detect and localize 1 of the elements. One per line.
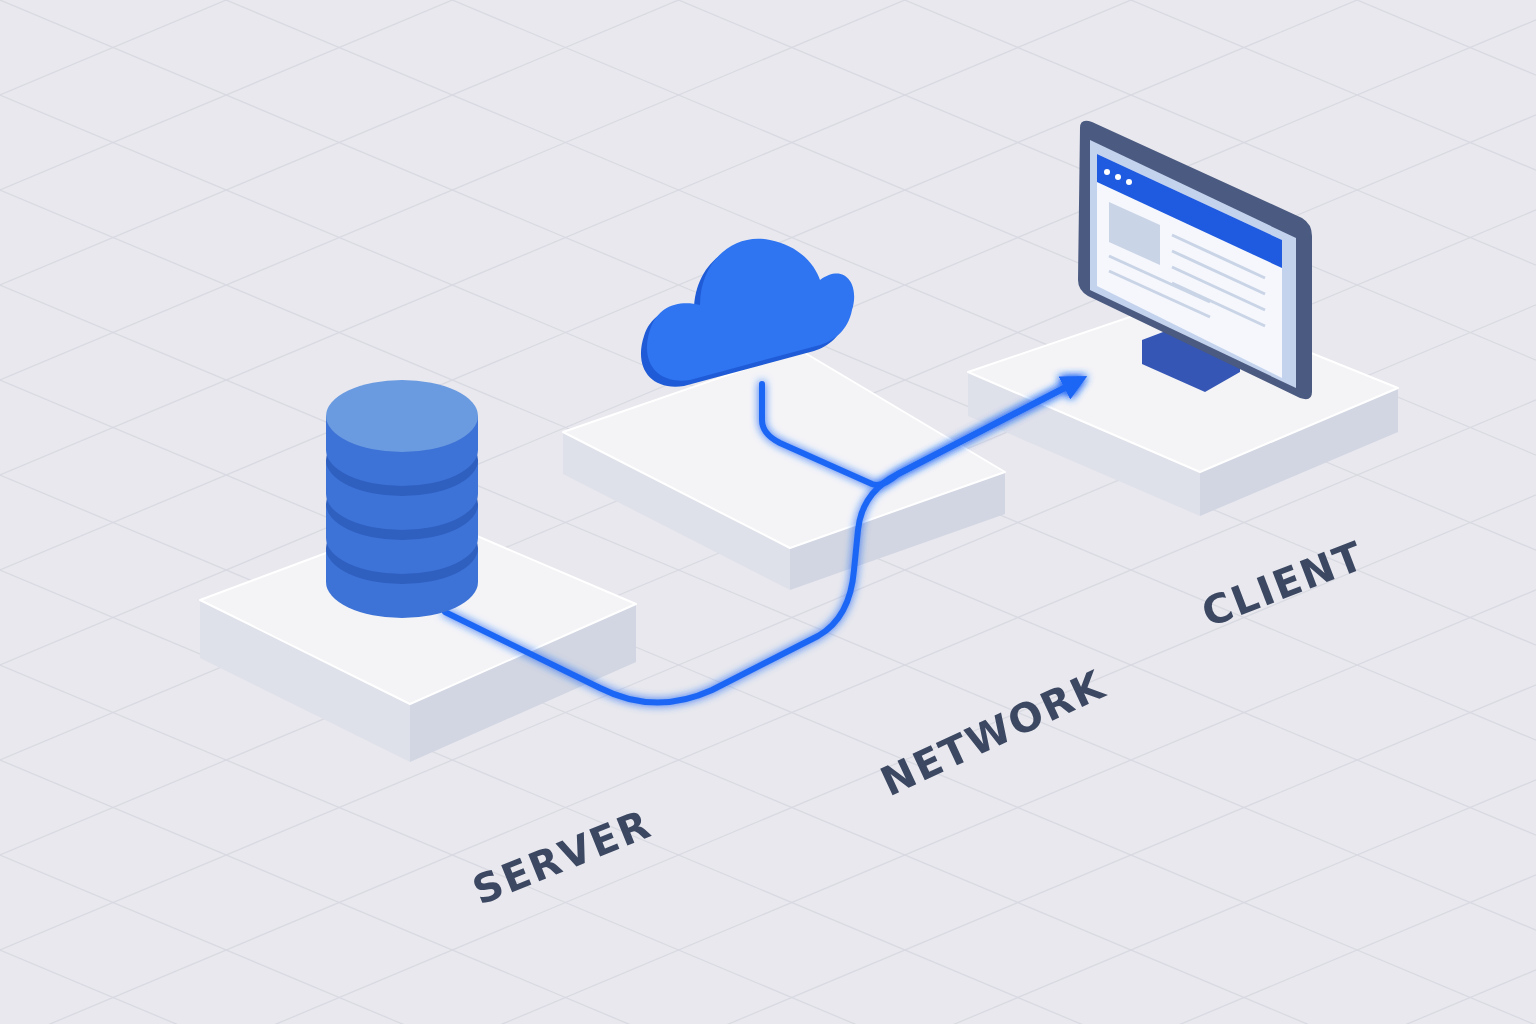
connector-arrow [759,376,1087,488]
